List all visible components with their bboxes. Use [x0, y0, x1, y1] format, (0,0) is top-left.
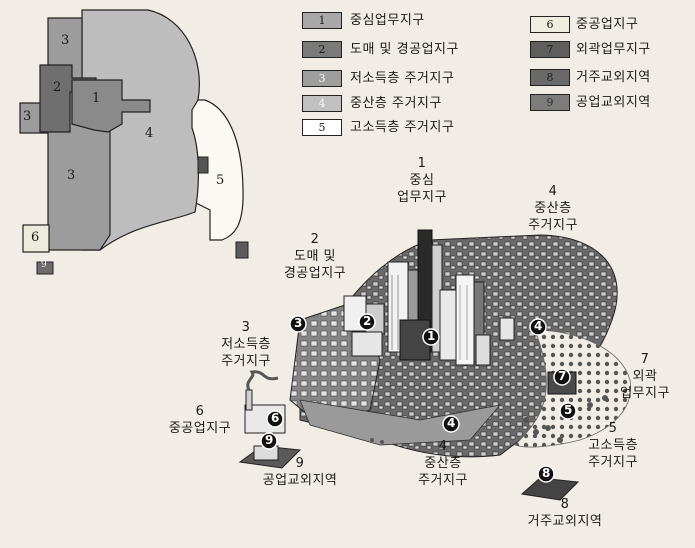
- legend-swatch-1: 1: [302, 12, 342, 29]
- label-ind-sub-line1: 공업교외지역: [262, 473, 338, 488]
- label-high-income: 5 고소득층 주거지구: [568, 420, 658, 471]
- zone-6-area: [22, 224, 50, 253]
- label-low-line2: 주거지구: [221, 354, 271, 369]
- marker-num-2: 2: [363, 314, 372, 328]
- marker-num-7: 7: [558, 369, 567, 383]
- inner-ring: [299, 399, 502, 446]
- label-outer-num: 7: [640, 352, 650, 367]
- marker-num-8: 8: [542, 466, 551, 480]
- marker-num-1: 1: [427, 329, 436, 343]
- label-wholesale-num: 2: [310, 232, 320, 247]
- label-cbd-line1: 중심: [409, 173, 435, 188]
- label-ind-sub-num: 9: [295, 456, 305, 471]
- legend-swatch-6: 6: [530, 16, 570, 33]
- residential-suburb-platform: [520, 477, 580, 501]
- label-residential-suburb: 8 거주교외지역: [510, 496, 620, 530]
- legend-swatch-3: 3: [302, 70, 342, 87]
- legend-swatch-2: 2: [302, 41, 342, 58]
- zone-8-area: [235, 241, 249, 259]
- marker-num-9: 9: [265, 433, 274, 447]
- label-cbd-num: 1: [417, 156, 427, 171]
- label-middle-bottom: 4 중산층 주거지구: [400, 438, 486, 489]
- zone-7-area: [197, 156, 209, 174]
- label-high-line2: 주거지구: [588, 455, 638, 470]
- marker-7: [553, 368, 571, 386]
- label-heavy-industry: 6 중공업지구: [150, 403, 250, 437]
- legend-label-3: 저소득층 주거지구: [350, 71, 455, 86]
- marker-4b: [442, 415, 460, 433]
- label-middle-top: 4 중산층 주거지구: [510, 183, 596, 234]
- label-outer-line1: 외곽: [632, 369, 658, 384]
- map-label-3b: 3: [23, 109, 32, 124]
- legend-label-6: 중공업지구: [576, 17, 639, 32]
- map-label-4: 4: [145, 126, 154, 141]
- label-wholesale: 2 도매 및 경공업지구: [270, 231, 360, 282]
- label-industrial-suburb: 9 공업교외지역: [245, 455, 355, 489]
- map-label-6: 6: [31, 230, 40, 245]
- label-high-num: 5: [608, 421, 618, 436]
- legend-label-7: 외곽업무지구: [576, 42, 651, 57]
- label-heavy-num: 6: [195, 404, 205, 419]
- label-high-line1: 고소득층: [588, 438, 638, 453]
- label-low-income: 3 저소득층 주거지구: [206, 319, 286, 370]
- legend-label-9: 공업교외지역: [576, 95, 651, 110]
- label-middle-bottom-line2: 주거지구: [418, 473, 468, 488]
- legend-label-1: 중심업무지구: [350, 13, 425, 28]
- legend-swatch-5: 5: [302, 119, 342, 136]
- label-cbd: 1 중심 업무지구: [382, 155, 462, 206]
- marker-9: [260, 432, 278, 450]
- legend-swatch-7: 7: [530, 41, 570, 58]
- legend-label-8: 거주교외지역: [576, 70, 651, 85]
- label-outer-line2: 업무지구: [620, 386, 670, 401]
- zone-1-area: [71, 79, 151, 133]
- marker-num-6: 6: [271, 411, 280, 425]
- map-label-9: 9: [41, 260, 47, 270]
- map-label-3a: 3: [61, 33, 70, 48]
- label-middle-top-line2: 주거지구: [528, 218, 578, 233]
- marker-1: [422, 328, 440, 346]
- marker-3: [289, 315, 307, 333]
- label-wholesale-line2: 경공업지구: [283, 266, 347, 281]
- marker-4a: [529, 318, 547, 336]
- legend-label-2: 도매 및 경공업지구: [350, 42, 459, 57]
- marker-6: [266, 410, 284, 428]
- cbd-towers: [387, 229, 491, 366]
- label-middle-bottom-line1: 중산층: [424, 456, 462, 471]
- legend-label-4: 중산층 주거지구: [350, 96, 442, 111]
- marker-5: [559, 402, 577, 420]
- label-low-num: 3: [241, 320, 251, 335]
- label-middle-bottom-num: 4: [438, 439, 448, 454]
- map-label-3c: 3: [67, 168, 76, 183]
- marker-num-4a: 4: [534, 319, 543, 333]
- legend-swatch-4: 4: [302, 95, 342, 112]
- zone-map: [19, 9, 249, 275]
- map-label-5: 5: [216, 173, 225, 188]
- legend-swatch-9: 9: [530, 94, 570, 111]
- label-cbd-line2: 업무지구: [397, 190, 447, 205]
- label-middle-top-line1: 중산층: [534, 201, 572, 216]
- label-wholesale-line1: 도매 및: [293, 249, 336, 264]
- map-label-2: 2: [53, 80, 62, 95]
- marker-num-5: 5: [564, 403, 573, 417]
- label-middle-top-num: 4: [548, 184, 558, 199]
- zone-3-area: [19, 17, 111, 251]
- legend-label-5: 고소득층 주거지구: [350, 120, 455, 135]
- map-label-1: 1: [92, 91, 101, 106]
- label-outer-business: 7 외곽 업무지구: [610, 351, 680, 402]
- marker-num-3: 3: [294, 316, 303, 330]
- marker-8: [537, 465, 555, 483]
- legend-swatch-8: 8: [530, 69, 570, 86]
- label-heavy-line1: 중공업지구: [168, 421, 232, 436]
- label-res-sub-line1: 거주교외지역: [527, 514, 603, 529]
- label-res-sub-num: 8: [560, 497, 570, 512]
- zone-9-area: [36, 261, 54, 275]
- marker-2: [358, 313, 376, 331]
- label-low-line1: 저소득층: [221, 337, 271, 352]
- marker-num-4b: 4: [447, 416, 456, 430]
